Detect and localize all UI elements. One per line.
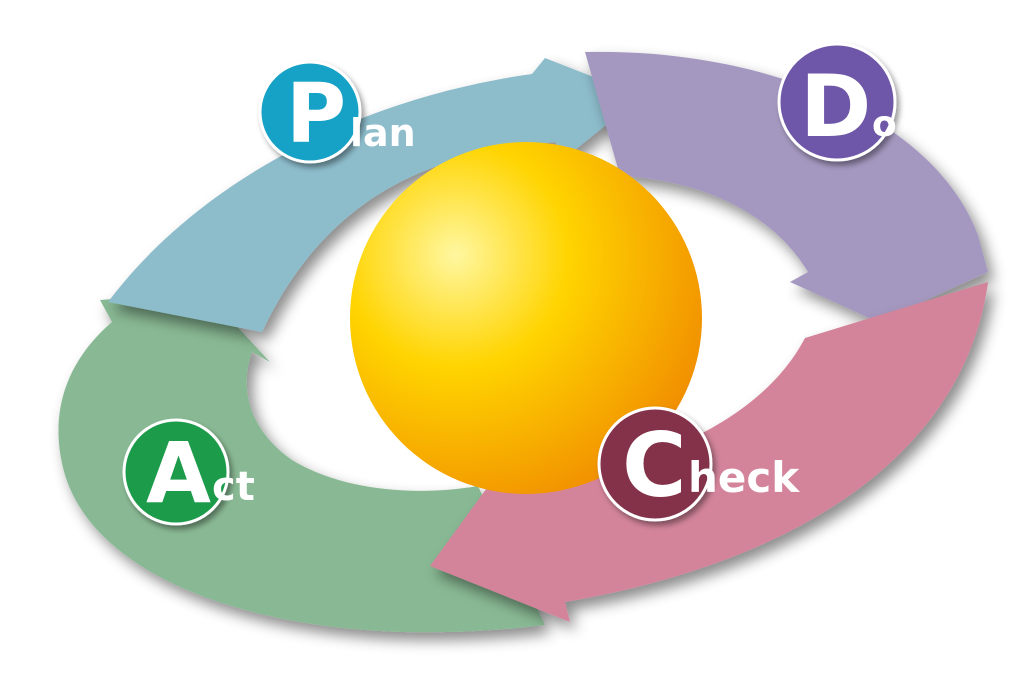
check-rest: heck	[688, 453, 800, 502]
plan-label: P lan	[258, 60, 416, 164]
act-badge	[122, 418, 230, 526]
check-label: C heck	[597, 406, 800, 522]
plan-badge	[258, 60, 362, 164]
do-badge	[777, 42, 897, 162]
act-label: A ct	[122, 418, 255, 526]
do-arrow	[585, 51, 988, 323]
sphere-icon	[350, 142, 702, 494]
plan-initial: P	[286, 67, 346, 162]
plan-arrow	[108, 58, 642, 332]
do-label: D o	[777, 42, 897, 162]
do-initial: D	[800, 57, 871, 157]
plan-rest: lan	[350, 111, 416, 155]
check-initial: C	[622, 414, 687, 517]
act-arrow	[58, 292, 546, 633]
act-rest: ct	[212, 464, 255, 510]
check-badge	[597, 406, 713, 522]
act-initial: A	[146, 424, 211, 522]
do-rest: o	[872, 104, 897, 145]
